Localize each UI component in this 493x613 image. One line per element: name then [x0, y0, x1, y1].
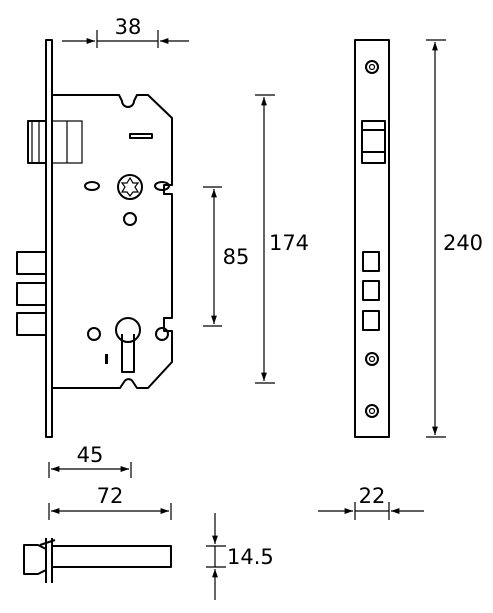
dim-faceplate-length-label: 240 — [443, 231, 483, 255]
deadbolt-opening-1 — [362, 251, 380, 272]
faceplate-front-view — [354, 39, 390, 438]
screw-hole-bottom — [365, 404, 379, 418]
lock-body-side-view — [16, 39, 173, 438]
dim-backset-label: 38 — [115, 15, 142, 39]
screw-hole-top — [365, 60, 379, 74]
lock-case — [52, 94, 173, 389]
dim-faceplate-width: 22 — [318, 484, 424, 520]
deadbolt-throws — [16, 251, 47, 336]
dim-center-distance: 85 — [203, 186, 250, 327]
dim-bolt-throw: 45 — [48, 443, 132, 478]
dim-bolt-thickness: 14.5 — [206, 513, 274, 600]
dim-faceplate-length: 240 — [426, 39, 483, 438]
dim-bolt-length-label: 72 — [97, 484, 124, 508]
deadbolt-opening-3 — [362, 310, 380, 331]
screw-hole-middle — [365, 352, 379, 366]
spindle-follower — [84, 133, 170, 226]
dim-bolt-throw-label: 45 — [77, 443, 104, 467]
dim-bolt-thickness-label: 14.5 — [227, 545, 274, 569]
dim-center-distance-label: 85 — [223, 245, 250, 269]
cylinder-hole — [87, 317, 169, 373]
deadbolt-opening-2 — [362, 280, 380, 301]
latch-bolt — [27, 120, 83, 164]
forend-plate — [45, 39, 53, 438]
latch-opening — [361, 120, 386, 164]
latch-bolt-bottom-view — [23, 538, 172, 583]
dim-backset: 38 — [62, 15, 189, 48]
dim-case-height-label: 174 — [269, 231, 309, 255]
dim-case-height: 174 — [255, 94, 309, 384]
dim-bolt-length: 72 — [48, 484, 172, 520]
dim-faceplate-width-label: 22 — [359, 484, 386, 508]
faceplate — [354, 39, 390, 438]
